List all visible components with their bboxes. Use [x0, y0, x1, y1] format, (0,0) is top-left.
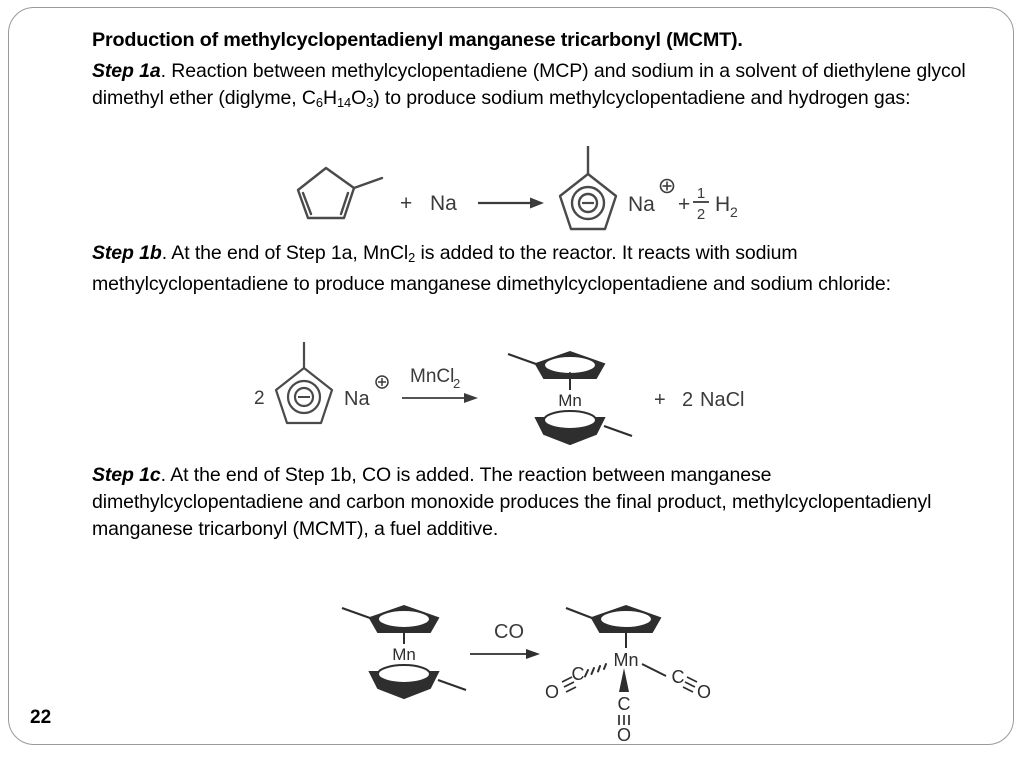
methylcyclopentadienide-anion-structure — [274, 342, 334, 425]
page-title: Production of methylcyclopentadienyl man… — [92, 29, 743, 51]
step-1a-text-3: O — [351, 87, 367, 109]
step-1a-text-4: ) to produce sodium methylcyclopentadien… — [373, 87, 911, 109]
step-1c-text-1: . At the end of Step 1b, CO is added. Th… — [92, 464, 932, 540]
svg-text:1: 1 — [697, 185, 705, 202]
paragraph-step-1c: Step 1c. At the end of Step 1b, CO is ad… — [92, 462, 972, 543]
sodium-chloride-coefficient: 2 — [682, 389, 693, 411]
reaction-scheme-step-1a: + Na Na + — [282, 146, 742, 242]
plain-bond-right — [641, 663, 667, 677]
sodium-reactant-label: Na — [430, 192, 457, 215]
bold-wedge-bond-down — [619, 668, 629, 692]
hashed-wedge-bond-left — [584, 663, 607, 678]
mcmt-product-structure: Mn C O C — [545, 604, 711, 745]
manganese-product-label: Mn — [613, 650, 638, 670]
reaction-scheme-step-1c: Mn CO — [330, 588, 730, 745]
reaction-arrow-1c-head — [526, 649, 540, 659]
carbonyl-left-carbon: C — [572, 664, 585, 684]
arrow-label-co: CO — [494, 621, 524, 643]
step-1a-text-2: H — [322, 87, 337, 109]
positive-charge-icon — [659, 178, 675, 194]
methylcyclopentadienide-anion-structure — [558, 146, 618, 231]
paragraph-step-1b: Step 1b. At the end of Step 1a, MnCl2 is… — [92, 240, 972, 298]
carbonyl-right-oxygen: O — [697, 682, 711, 702]
sodium-cation-label: Na — [344, 388, 370, 410]
carbonyl-down-carbon: C — [618, 694, 631, 714]
triple-bond-down — [618, 715, 630, 725]
manganese-center-label: Mn — [558, 391, 582, 410]
svg-text:2: 2 — [697, 206, 705, 223]
step-1a-sub-3: 3 — [366, 95, 374, 111]
hydrogen-gas-subscript: 2 — [730, 204, 738, 220]
page-number: 22 — [30, 707, 52, 728]
reaction-scheme-step-1b: 2 Na MnCl 2 — [240, 338, 760, 456]
step-1a-sub-1: 6 — [315, 95, 323, 111]
step-1a-label: Step 1a — [92, 60, 161, 82]
manganese-reactant-label: Mn — [392, 645, 416, 664]
carbonyl-down-oxygen: O — [617, 725, 631, 745]
sodium-chloride-label: NaCl — [700, 389, 744, 411]
step-1b-text-2: is added to the reactor. It reacts with … — [92, 242, 891, 296]
plus-sign-2: + — [678, 193, 690, 216]
triple-bond-right — [682, 676, 698, 693]
step-1b-label: Step 1b — [92, 242, 162, 264]
step-1b-text-1: . At the end of Step 1a, MnCl — [161, 242, 409, 264]
hydrogen-gas-label: H — [715, 193, 730, 216]
triple-bond-left — [561, 676, 577, 693]
positive-charge-icon — [375, 375, 389, 389]
arrow-label-mncl2-subscript: 2 — [453, 376, 460, 391]
step-1b-sub-1: 2 — [408, 250, 416, 266]
arrow-label-mncl2: MnCl — [410, 366, 454, 387]
step-1c-label: Step 1c — [92, 464, 161, 486]
step-1a-sub-2: 14 — [336, 95, 352, 111]
one-half-fraction: 1 2 — [693, 185, 709, 223]
reaction-arrow-1a-head — [530, 197, 544, 209]
manganocene-reactant-structure: Mn — [341, 604, 467, 700]
carbonyl-right-carbon: C — [672, 667, 685, 687]
step-1a-text-1: . Reaction between methylcyclopentadiene… — [92, 60, 966, 109]
reactant-coefficient-2: 2 — [254, 388, 265, 409]
paragraph-step-1a: Step 1a. Reaction between methylcyclopen… — [92, 58, 972, 116]
plus-sign-1: + — [400, 192, 412, 215]
sodium-cation-label: Na — [628, 193, 655, 216]
methylcyclopentadiene-structure — [296, 166, 384, 220]
carbonyl-left-oxygen: O — [545, 682, 559, 702]
manganocene-structure: Mn — [507, 350, 633, 446]
plus-sign-1b: + — [654, 389, 666, 411]
reaction-arrow-1b-head — [464, 393, 478, 403]
